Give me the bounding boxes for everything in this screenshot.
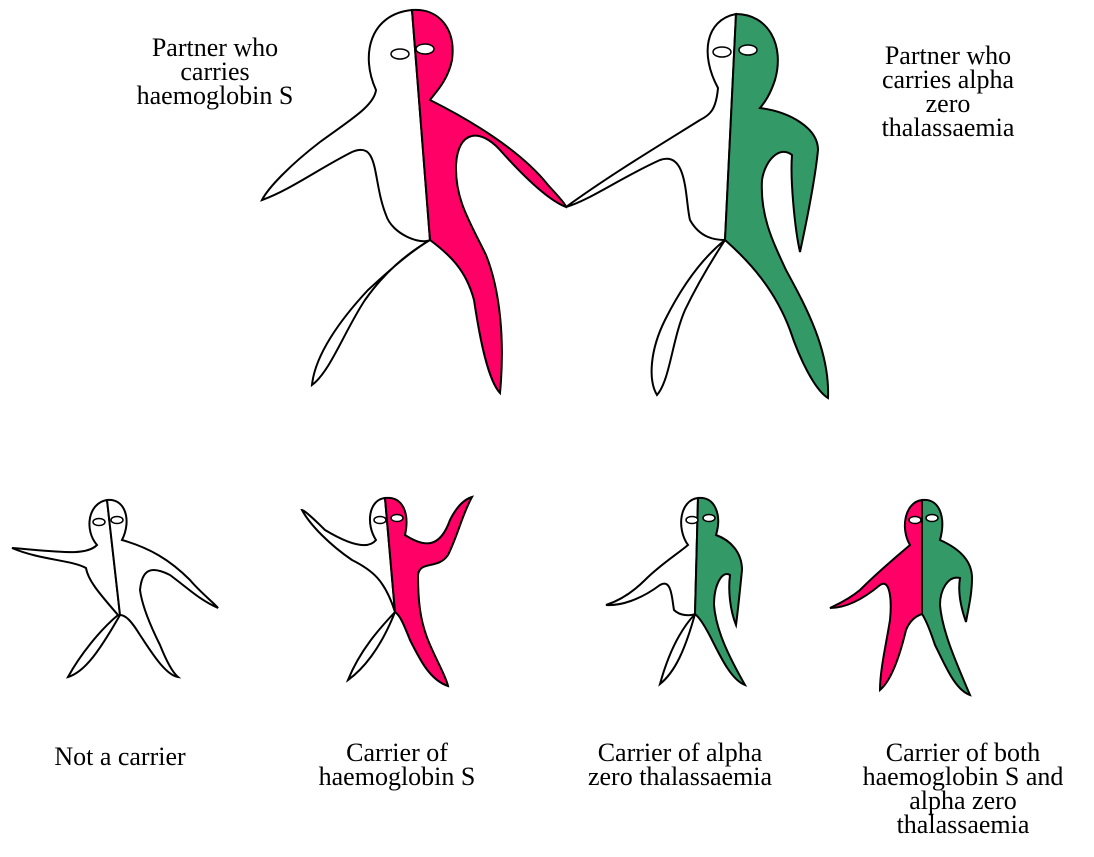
child1-left-eye (93, 519, 105, 526)
parent1-right-eye (416, 44, 434, 54)
child2-left-half (302, 498, 395, 680)
child-figure-not-carrier (12, 500, 218, 677)
parent2-left-half (566, 14, 736, 395)
child-both-label: Carrier of both haemoglobin S and alpha … (832, 741, 1094, 837)
child1-left-half (12, 500, 120, 677)
parent2-right-half (725, 14, 828, 398)
child-haemoglobin-s-label: Carrier of haemoglobin S (280, 741, 514, 789)
partner-haemoglobin-s-label: Partner who carries haemoglobin S (100, 36, 330, 108)
child4-left-eye (909, 517, 921, 524)
child3-right-half (695, 498, 745, 685)
parent-figure-alpha-zero (566, 14, 828, 398)
child-figure-alpha-zero (606, 498, 745, 685)
child4-right-half (922, 500, 972, 695)
child2-right-eye (391, 515, 403, 522)
partner-alpha-zero-label: Partner who carries alpha zero thalassae… (838, 44, 1058, 140)
child4-left-half (830, 500, 922, 690)
child3-left-half (606, 498, 698, 684)
child-alpha-zero-label: Carrier of alpha zero thalassaemia (555, 741, 805, 789)
parent1-left-eye (391, 49, 409, 59)
child1-right-eye (111, 517, 123, 524)
parent2-right-eye (739, 45, 757, 55)
child-not-carrier-label: Not a carrier (15, 745, 225, 769)
child2-left-eye (374, 517, 386, 524)
child3-right-eye (703, 515, 715, 522)
parent2-left-eye (713, 47, 731, 57)
child4-right-eye (926, 515, 938, 522)
child-figure-haemoglobin-s (302, 497, 472, 686)
child2-right-half (385, 497, 472, 686)
child1-right-half (107, 500, 218, 677)
child-figure-both (830, 500, 972, 695)
child3-left-eye (686, 517, 698, 524)
parent1-right-half (412, 10, 566, 393)
